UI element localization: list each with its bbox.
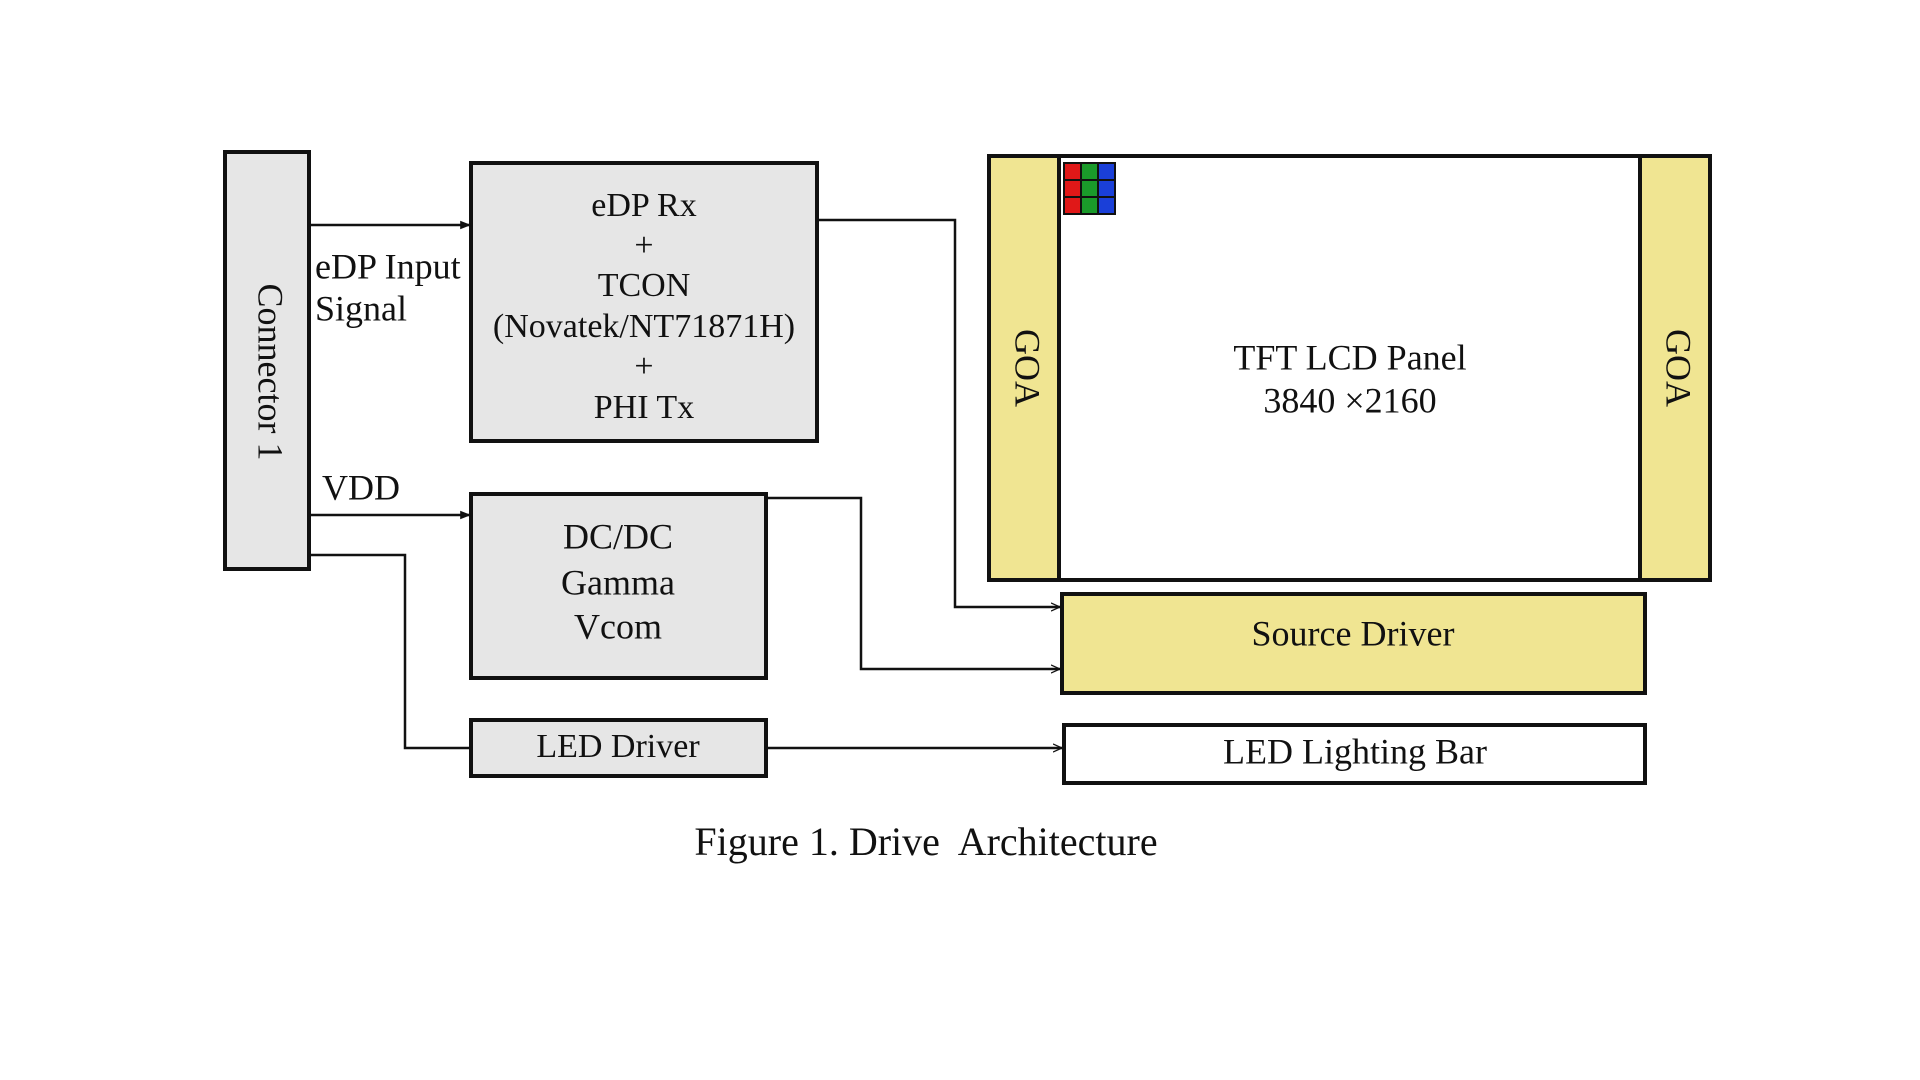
goa-right-strip: [1638, 154, 1712, 582]
connector-block: Connector 1: [223, 150, 311, 571]
rgb-subpixel: [1063, 162, 1082, 181]
connector-to-led-driver-line: [311, 553, 471, 750]
power-line-vcom: Vcom: [574, 606, 662, 646]
vdd-label: VDD: [322, 467, 400, 507]
power-block: DC/DC Gamma Vcom: [469, 492, 768, 680]
tcon-block: eDP Rx + TCON (Novatek/NT71871H) + PHI T…: [469, 161, 819, 443]
rgb-subpixel: [1097, 162, 1116, 181]
tft-lcd-panel: GOA GOA TFT LCD Panel 3840 ×2160: [987, 154, 1712, 582]
goa-left-label: GOA: [1008, 329, 1048, 407]
source-driver-block: Source Driver: [1060, 592, 1647, 695]
rgb-subpixel: [1097, 179, 1116, 198]
rgb-subpixel: [1097, 196, 1116, 215]
figure-caption: Figure 1. Drive Architecture: [694, 819, 1157, 864]
rgb-subpixel: [1063, 179, 1082, 198]
tcon-line-plus-2: +: [634, 348, 653, 385]
rgb-subpixel: [1080, 196, 1099, 215]
led-lighting-bar-label: LED Lighting Bar: [1223, 731, 1487, 771]
rgb-subpixel: [1080, 179, 1099, 198]
tcon-line-plus-1: +: [634, 227, 653, 264]
panel-resolution: 3840 ×2160: [1263, 380, 1436, 420]
rgb-subpixel: [1063, 196, 1082, 215]
led-driver-block: LED Driver: [469, 718, 768, 778]
tcon-to-source-driver-arrow: [819, 218, 1060, 607]
power-to-source-driver-arrow: [768, 496, 1060, 669]
edp-input-signal-label-line2: Signal: [315, 288, 407, 328]
tcon-line-edp-rx: eDP Rx: [591, 187, 696, 224]
rgb-pixel-icon: [1063, 162, 1116, 215]
connector-label: Connector 1: [251, 284, 291, 461]
goa-right-label: GOA: [1659, 329, 1699, 407]
source-driver-label: Source Driver: [1252, 613, 1455, 653]
led-driver-label: LED Driver: [536, 728, 700, 765]
rgb-subpixel: [1080, 162, 1099, 181]
led-lighting-bar-block: LED Lighting Bar: [1062, 723, 1647, 785]
tcon-line-novatek: (Novatek/NT71871H): [493, 308, 795, 345]
tcon-line-phi-tx: PHI Tx: [594, 389, 694, 426]
power-line-dcdc: DC/DC: [563, 516, 673, 556]
panel-title: TFT LCD Panel: [1233, 337, 1466, 377]
goa-left-strip: [987, 154, 1061, 582]
power-line-gamma: Gamma: [561, 562, 675, 602]
edp-input-signal-label-line1: eDP Input: [315, 246, 461, 286]
tcon-line-tcon: TCON: [598, 267, 691, 304]
